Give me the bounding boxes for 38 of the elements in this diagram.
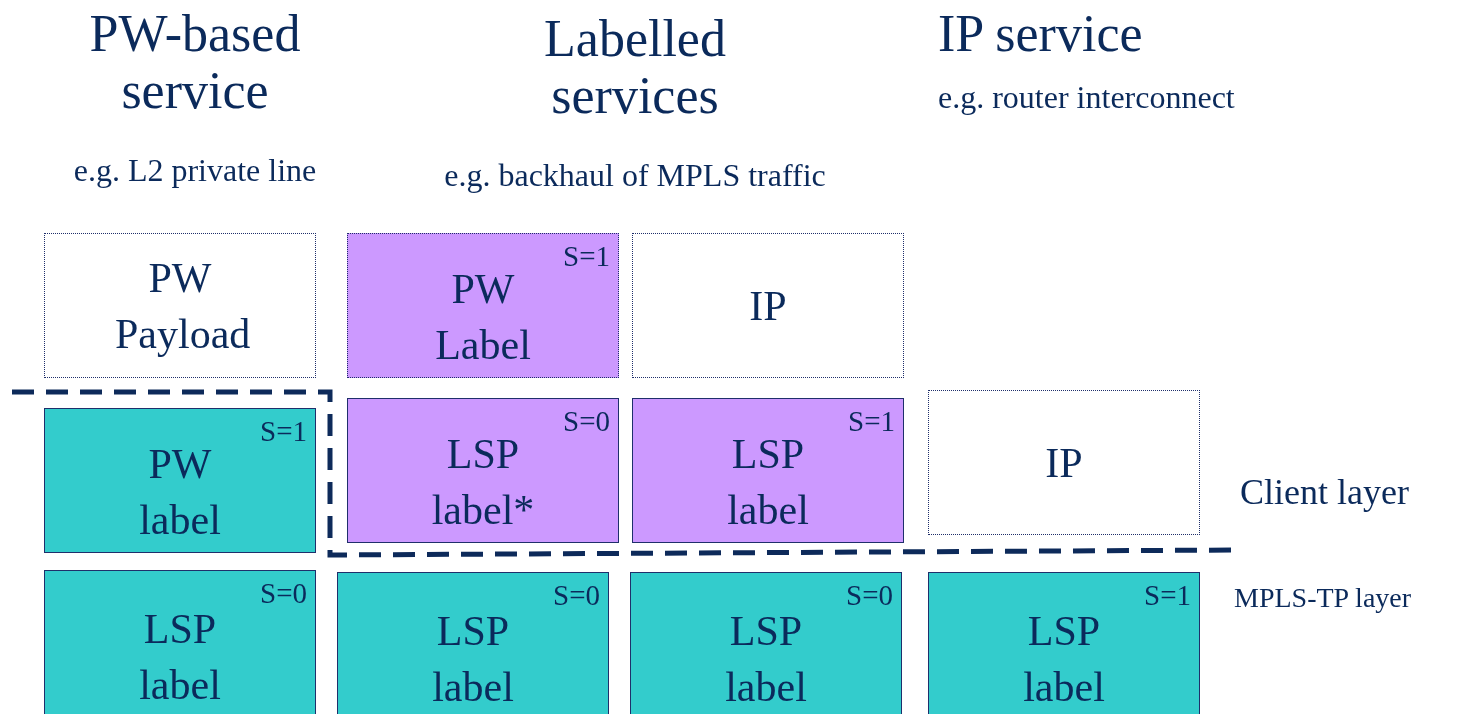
stack-box bbox=[337, 572, 609, 714]
stack-box bbox=[632, 398, 904, 543]
column-subheading: e.g. router interconnect bbox=[938, 80, 1236, 115]
stack-box bbox=[928, 572, 1200, 714]
stack-box bbox=[44, 570, 316, 714]
stack-bit-label: S=1 bbox=[563, 240, 610, 272]
stack-box bbox=[630, 572, 902, 714]
column-subheading: e.g. backhaul of MPLS traffic bbox=[443, 158, 827, 193]
layer-label: MPLS-TP layer bbox=[1234, 582, 1413, 613]
box-label: LSP label* bbox=[430, 429, 536, 535]
stack-bit-label: S=0 bbox=[563, 405, 610, 437]
layer-label: Client layer bbox=[1240, 472, 1410, 512]
column-heading: PW-based service bbox=[88, 5, 302, 119]
box-label: LSP label bbox=[1022, 606, 1106, 712]
stack-box bbox=[632, 233, 904, 378]
stack-box bbox=[928, 390, 1200, 535]
stack-bit-label: S=1 bbox=[260, 415, 307, 447]
stack-bit-label: S=1 bbox=[1144, 579, 1191, 611]
stack-bit-label: S=0 bbox=[553, 579, 600, 611]
stack-box bbox=[347, 233, 619, 378]
stack-bit-label: S=0 bbox=[846, 579, 893, 611]
stack-bit-label: S=0 bbox=[260, 577, 307, 609]
column-heading: IP service bbox=[938, 5, 1144, 62]
stack-bit-label: S=1 bbox=[848, 405, 895, 437]
stack-box bbox=[44, 408, 316, 553]
column-subheading: e.g. L2 private line bbox=[72, 153, 318, 188]
stack-box bbox=[44, 233, 316, 378]
column-heading: Labelled services bbox=[543, 10, 727, 124]
box-label: LSP label bbox=[138, 604, 222, 710]
box-label: PW Payload bbox=[114, 253, 252, 359]
box-label: LSP label bbox=[431, 606, 515, 712]
box-label: LSP label bbox=[724, 606, 808, 712]
box-label: PW label bbox=[138, 439, 222, 545]
box-label: IP bbox=[1044, 438, 1084, 488]
stack-box bbox=[347, 398, 619, 543]
box-label: PW Label bbox=[434, 264, 532, 370]
box-label: LSP label bbox=[726, 429, 810, 535]
box-label: IP bbox=[748, 281, 788, 331]
